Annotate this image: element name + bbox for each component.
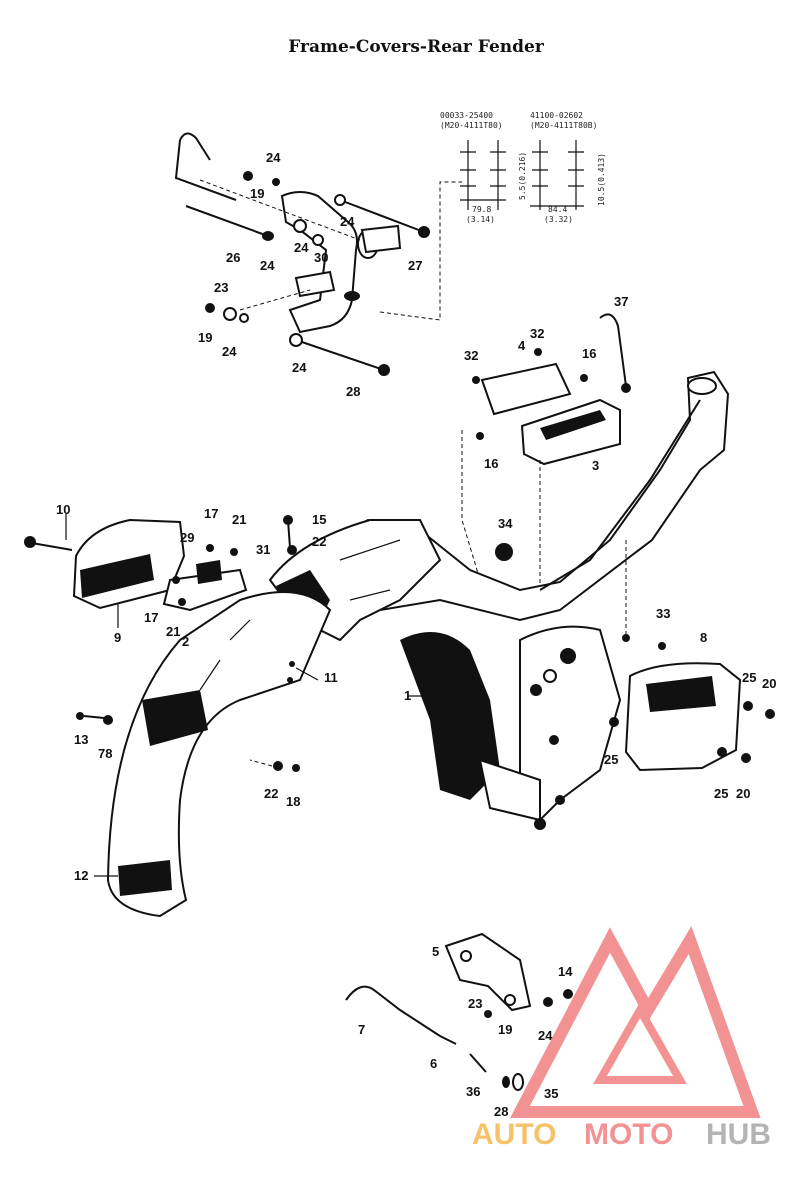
callout-12: 12 [74,868,88,883]
callout-6: 6 [430,1056,437,1071]
callout-2: 2 [182,634,189,649]
callout-4: 4 [518,338,526,353]
callout-20b: 20 [736,786,750,801]
callout-24f: 24 [292,360,307,375]
spec-left-length-in: (3.14) [466,215,495,224]
callout-28a: 28 [346,384,360,399]
callout-11: 11 [324,670,338,685]
callout-35: 35 [544,1086,558,1101]
callout-7: 7 [358,1022,365,1037]
callout-25a: 25 [742,670,756,685]
callout-30: 30 [314,250,328,265]
callout-13: 13 [74,732,88,747]
callout-24b: 24 [340,214,355,229]
callout-14: 14 [558,964,573,979]
callout-23b: 23 [468,996,482,1011]
callout-27: 27 [408,258,422,273]
callout-29: 29 [180,530,194,545]
callout-24d: 24 [260,258,275,273]
callout-23a: 23 [214,280,228,295]
callout-24g: 24 [538,1028,553,1043]
spec-right-model: (M20-4111T80B) [530,121,597,130]
side-cover-right [495,543,775,772]
spec-right-length-in: (3.32) [544,215,573,224]
rear-fender [106,591,332,918]
callout-21a: 21 [232,512,246,527]
spec-left-length: 79.8 [472,205,491,214]
watermark-moto: MOTO [584,1118,673,1151]
callout-28b: 28 [494,1104,508,1119]
spec-right-code: 41100-02602 [530,111,583,120]
leader-lines [65,514,440,877]
bolt-spec-drawings: 00033-25400 (M20-4111T80) 41100-02602 (M… [440,111,606,224]
callout-21b: 21 [166,624,180,639]
callout-3: 3 [592,458,599,473]
callout-19c: 19 [498,1022,512,1037]
tail-light-bolts [76,712,113,725]
callout-15: 15 [312,512,326,527]
callout-78: 78 [98,746,112,761]
spec-left-model: (M20-4111T80) [440,121,503,130]
automotohub-watermark: AUTO MOTO HUB [472,926,771,1151]
callout-37: 37 [614,294,628,309]
callout-24a: 24 [266,150,281,165]
callout-33: 33 [656,606,670,621]
callout-17b: 17 [144,610,158,625]
spec-left-code: 00033-25400 [440,111,493,120]
callout-36: 36 [466,1084,480,1099]
callout-16b: 16 [484,456,498,471]
callout-32b: 32 [530,326,544,341]
callout-8: 8 [700,630,707,645]
side-cover-left [24,515,297,612]
callout-19b: 19 [198,330,212,345]
callout-22b: 22 [264,786,278,801]
callout-25b: 25 [604,752,618,767]
lower-bracket-assembly [345,932,573,1091]
callout-24e: 24 [222,344,237,359]
callout-labels: 1 2 3 4 5 6 7 8 9 10 11 12 13 14 15 16 1… [56,150,776,1119]
callout-18: 18 [286,794,300,809]
callout-20a: 20 [762,676,776,691]
callout-26: 26 [226,250,240,265]
callout-22a: 22 [312,534,326,549]
diagram-title: Frame-Covers-Rear Fender [288,37,545,57]
callout-25c: 25 [714,786,728,801]
callout-19a: 19 [250,186,264,201]
spec-right-pitch: 10.5(0.413) [597,153,606,206]
watermark-auto: AUTO [472,1118,556,1151]
callout-31: 31 [256,542,270,557]
callout-17a: 17 [204,506,218,521]
spec-right-length: 84.4 [548,205,567,214]
callout-34: 34 [498,516,513,531]
callout-5: 5 [432,944,439,959]
callout-1: 1 [404,688,411,703]
spec-left-pitch: 5.5(0.216) [518,152,527,200]
battery-box-assembly [461,313,631,600]
watermark-hub: HUB [706,1118,771,1151]
callout-9: 9 [114,630,121,645]
callout-24c: 24 [294,240,309,255]
engine-mount-assembly [174,132,462,376]
callout-32a: 32 [464,348,478,363]
callout-10: 10 [56,502,70,517]
callout-16a: 16 [582,346,596,361]
